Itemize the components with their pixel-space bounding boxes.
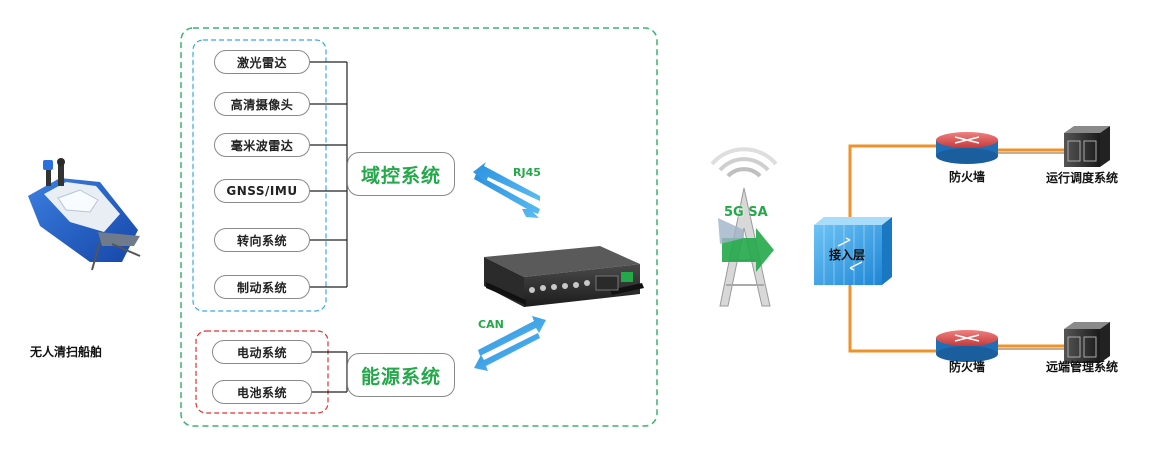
server-bottom-label: 远端管理系统 <box>1046 360 1119 374</box>
rj45-arrows <box>473 162 540 218</box>
can-arrows <box>474 316 546 371</box>
network-links <box>848 144 1064 353</box>
tower-5g <box>710 147 778 307</box>
system-battery: 电池系统 <box>212 380 312 404</box>
system-steering: 转向系统 <box>214 228 310 252</box>
firewall-bottom-label: 防火墙 <box>949 360 986 374</box>
boat-illustration <box>28 158 141 271</box>
firewall-top-label: 防火墙 <box>949 170 986 184</box>
system-braking: 制动系统 <box>214 275 310 299</box>
domain-connectors <box>310 61 348 288</box>
sensor-hd-camera: 高清摄像头 <box>214 92 310 116</box>
access-layer-box <box>814 217 892 285</box>
domain-control-system: 域控系统 <box>347 152 455 196</box>
boat-label: 无人清扫船舶 <box>30 345 103 359</box>
system-electric-drive: 电动系统 <box>212 340 312 364</box>
can-label: CAN <box>478 318 504 331</box>
gateway-device <box>484 246 644 307</box>
energy-system: 能源系统 <box>347 353 455 397</box>
energy-connectors <box>312 351 348 393</box>
firewall-router-bottom <box>936 330 998 362</box>
server-top-label: 运行调度系统 <box>1046 171 1119 185</box>
rj45-label: RJ45 <box>513 166 541 179</box>
firewall-router-top <box>936 132 998 164</box>
sensor-group-frame <box>192 39 327 312</box>
server-bottom <box>1064 322 1110 363</box>
tower-5g-label: 5G SA <box>724 205 768 220</box>
sensor-mmwave-radar: 毫米波雷达 <box>214 133 310 157</box>
energy-group-frame <box>195 330 329 414</box>
server-top <box>1064 126 1110 167</box>
outer-group-frame <box>180 27 658 427</box>
access-layer-label: 接入层 <box>829 248 866 262</box>
sensor-gnss-imu: GNSS/IMU <box>214 179 310 203</box>
sensor-lidar: 激光雷达 <box>214 50 310 74</box>
